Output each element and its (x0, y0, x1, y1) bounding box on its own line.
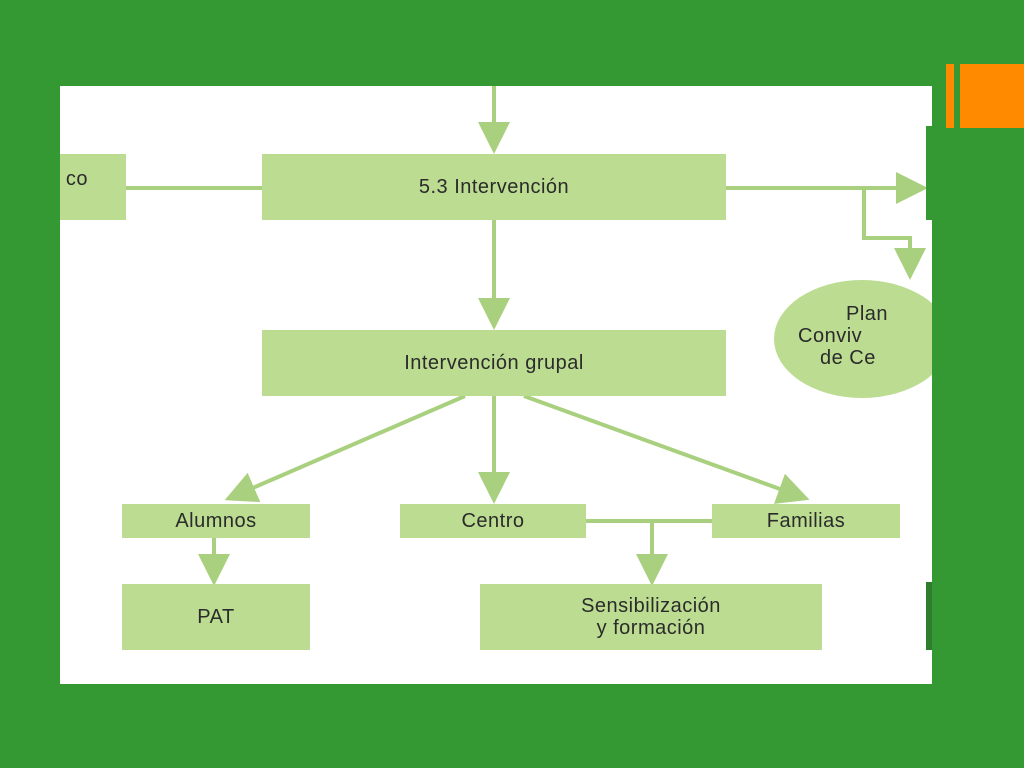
node-centro-label: Centro (461, 510, 525, 532)
connector-grupal-to-alumnos (224, 394, 466, 503)
node-sensibilizacion-line1: Sensibilización (581, 595, 721, 617)
node-plan-line1: Plan (846, 303, 889, 325)
node-intervencion: 5.3 Intervención (262, 154, 726, 220)
node-sensibilizacion: Sensibilización y formación (480, 584, 822, 650)
node-alumnos: Alumnos (122, 504, 310, 538)
right-edge-node-fragment-lower (926, 582, 932, 650)
node-familias-label: Familias (766, 510, 846, 532)
node-alumnos-label: Alumnos (175, 510, 257, 532)
node-plan-line3: de Ce (820, 347, 876, 369)
node-plan-line2: Conviv (798, 325, 863, 347)
node-plan-convivencia: Plan Conviv de Ce (774, 280, 932, 398)
node-pat: PAT (122, 584, 310, 650)
node-pat-label: PAT (197, 606, 235, 628)
accent-bar-thin (946, 64, 954, 128)
node-left-partial: co (60, 154, 126, 220)
connector-grupal-to-familias (523, 394, 810, 504)
right-edge-node-fragment (926, 126, 932, 220)
node-left-partial-label: co (65, 168, 88, 190)
node-intervencion-label: 5.3 Intervención (418, 176, 570, 198)
node-familias: Familias (712, 504, 900, 538)
connector-to-plan (862, 188, 926, 280)
node-intervencion-grupal: Intervención grupal (262, 330, 726, 396)
node-sensibilizacion-line2: y formación (596, 617, 706, 639)
diagram-connectors (126, 86, 928, 586)
accent-bar-wide (960, 64, 1024, 128)
node-centro: Centro (400, 504, 586, 538)
node-intervencion-grupal-label: Intervención grupal (404, 352, 584, 374)
diagram-panel: co 5.3 Intervención Intervención grupal … (60, 86, 932, 684)
